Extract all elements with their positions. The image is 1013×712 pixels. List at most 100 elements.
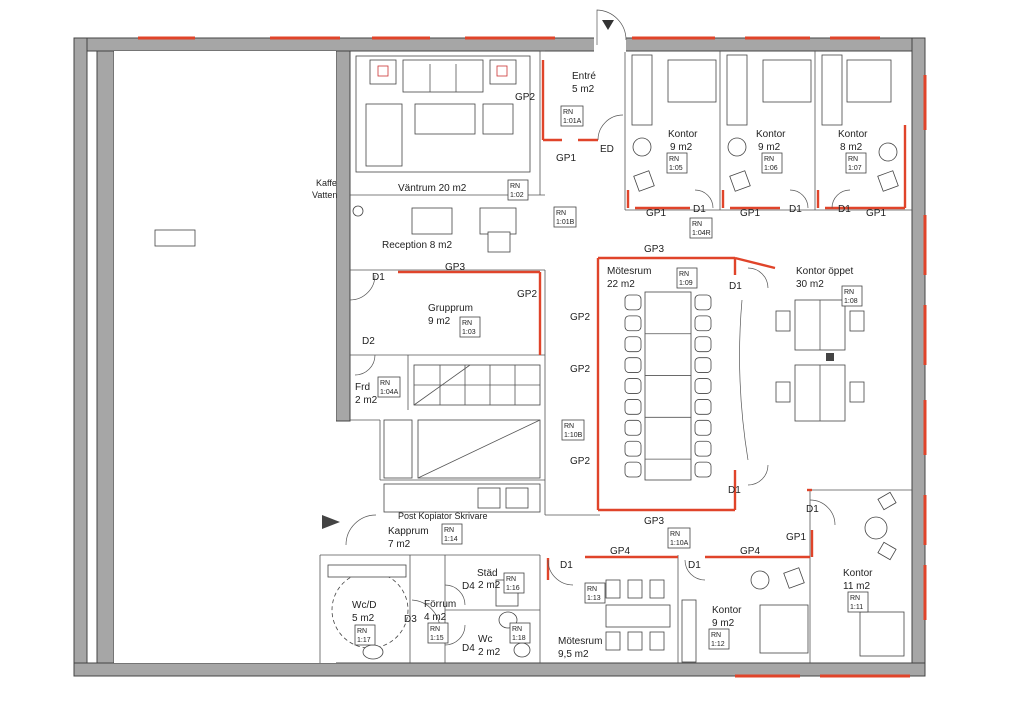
svg-text:1:03: 1:03 xyxy=(462,329,476,336)
svg-text:D4: D4 xyxy=(462,581,475,592)
print-station xyxy=(383,483,541,513)
svg-text:D1: D1 xyxy=(789,204,802,215)
svg-text:RN: RN xyxy=(711,632,721,639)
kontor-oppet-area: 30 m2 xyxy=(796,279,824,290)
svg-text:RN: RN xyxy=(462,320,472,327)
kaffe-label: Kaffe xyxy=(316,178,337,188)
meeting-chair xyxy=(624,315,642,332)
grupprum-label: Grupprum xyxy=(428,303,473,314)
kontor-oppet-label: Kontor öppet xyxy=(796,266,853,277)
svg-text:1:04R: 1:04R xyxy=(692,230,711,237)
meeting-chair xyxy=(694,294,712,311)
svg-text:GP2: GP2 xyxy=(570,456,590,467)
meeting-chair xyxy=(624,399,642,415)
meeting-chair xyxy=(624,440,642,457)
svg-text:RN: RN xyxy=(563,109,573,116)
meeting-chair xyxy=(694,440,712,457)
meeting-chair xyxy=(694,399,712,415)
meeting-table xyxy=(624,291,712,481)
svg-text:RN: RN xyxy=(506,576,516,583)
svg-text:GP1: GP1 xyxy=(646,208,666,219)
svg-text:D1: D1 xyxy=(372,272,385,283)
svg-text:D1: D1 xyxy=(560,560,573,571)
entre-area: 5 m2 xyxy=(572,84,595,95)
svg-text:1:17: 1:17 xyxy=(357,637,371,644)
svg-text:GP2: GP2 xyxy=(570,364,590,375)
vatten-label: Vatten xyxy=(312,190,337,200)
svg-text:1:01B: 1:01B xyxy=(556,219,575,226)
svg-text:RN: RN xyxy=(380,380,390,387)
svg-text:RN: RN xyxy=(848,156,858,163)
meeting-chair xyxy=(694,357,712,373)
motesrum22-label: Mötesrum xyxy=(607,266,651,277)
svg-text:GP1: GP1 xyxy=(866,208,886,219)
kontor106-area: 9 m2 xyxy=(758,142,781,153)
svg-text:GP1: GP1 xyxy=(556,153,576,164)
svg-text:1:06: 1:06 xyxy=(764,165,778,172)
entre-label: Entré xyxy=(572,71,596,82)
svg-text:GP1: GP1 xyxy=(786,532,806,543)
svg-text:GP1: GP1 xyxy=(740,208,760,219)
kontor111-area: 11 m2 xyxy=(843,581,870,592)
svg-text:GP4: GP4 xyxy=(610,546,630,557)
svg-text:1:01A: 1:01A xyxy=(563,118,582,125)
svg-text:RN: RN xyxy=(764,156,774,163)
svg-text:GP4: GP4 xyxy=(740,546,760,557)
meeting-chair xyxy=(624,461,642,478)
forrum-label: Förrum xyxy=(424,599,456,610)
svg-text:RN: RN xyxy=(669,156,679,163)
svg-text:D1: D1 xyxy=(693,204,706,215)
forrum-area: 4 m2 xyxy=(424,612,447,623)
svg-text:GP3: GP3 xyxy=(445,262,465,273)
svg-text:1:10B: 1:10B xyxy=(564,432,583,439)
wc-label: Wc xyxy=(478,634,492,645)
kontor111-label: Kontor xyxy=(843,568,873,579)
svg-text:D3: D3 xyxy=(404,614,417,625)
svg-text:RN: RN xyxy=(692,221,702,228)
svg-text:1:02: 1:02 xyxy=(510,192,524,199)
bathroom-fixtures xyxy=(327,564,531,660)
kontor107-label: Kontor xyxy=(838,129,868,140)
svg-text:1:08: 1:08 xyxy=(844,298,858,305)
side-entrance-door xyxy=(345,514,377,546)
meeting-chair xyxy=(694,315,712,332)
office-111-furniture xyxy=(859,491,905,657)
svg-text:1:18: 1:18 xyxy=(512,635,526,642)
svg-text:RN: RN xyxy=(564,423,574,430)
svg-text:1:13: 1:13 xyxy=(587,595,601,602)
meeting-chair xyxy=(624,294,642,311)
meeting-chair xyxy=(694,336,712,353)
wall-tags: GP2 GP1 ED GP1 D1 GP1 D1 D1 GP1 GP3 GP3 … xyxy=(362,92,886,654)
svg-text:1:11: 1:11 xyxy=(850,604,863,611)
small-meeting-furniture xyxy=(605,579,671,651)
meeting-chair xyxy=(694,378,712,394)
svg-text:1:12: 1:12 xyxy=(711,641,725,648)
meeting-chair xyxy=(624,357,642,373)
svg-text:1:14: 1:14 xyxy=(444,536,458,543)
reception-desk xyxy=(352,205,517,253)
rn-boxes xyxy=(354,105,869,650)
stad-label: Städ xyxy=(477,568,498,579)
svg-text:RN: RN xyxy=(444,527,454,534)
svg-text:RN: RN xyxy=(679,271,689,278)
grupprum-area: 9 m2 xyxy=(428,316,451,327)
kontor107-area: 8 m2 xyxy=(840,142,863,153)
svg-text:D1: D1 xyxy=(806,504,819,515)
side-entrance-arrow xyxy=(322,515,340,529)
meeting-chair xyxy=(694,419,712,436)
svg-text:RN: RN xyxy=(587,586,597,593)
stad-area: 2 m2 xyxy=(478,580,501,591)
svg-text:D1: D1 xyxy=(688,560,701,571)
stairs xyxy=(383,364,541,479)
reception-label: Reception 8 m2 xyxy=(382,240,452,251)
svg-text:RN: RN xyxy=(510,183,520,190)
meeting-chair xyxy=(624,419,642,436)
frd-area: 2 m2 xyxy=(355,395,378,406)
svg-text:1:09: 1:09 xyxy=(679,280,693,287)
svg-text:1:10A: 1:10A xyxy=(670,540,689,547)
motesrum95-area: 9,5 m2 xyxy=(558,649,589,660)
waiting-room-furniture xyxy=(355,55,531,173)
svg-text:1:15: 1:15 xyxy=(430,635,444,642)
motesrum95-label: Mötesrum xyxy=(558,636,602,647)
interior-walls xyxy=(319,50,912,663)
